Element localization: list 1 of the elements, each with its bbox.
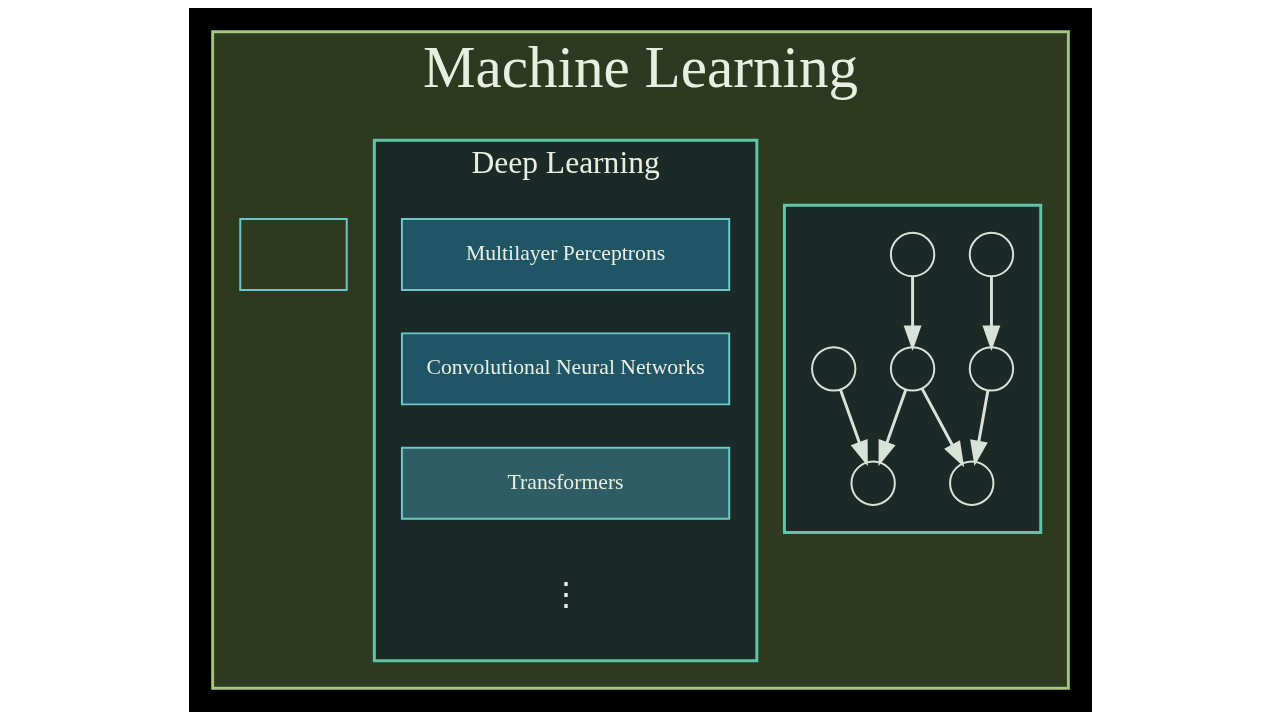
label: ⋮	[549, 577, 582, 613]
